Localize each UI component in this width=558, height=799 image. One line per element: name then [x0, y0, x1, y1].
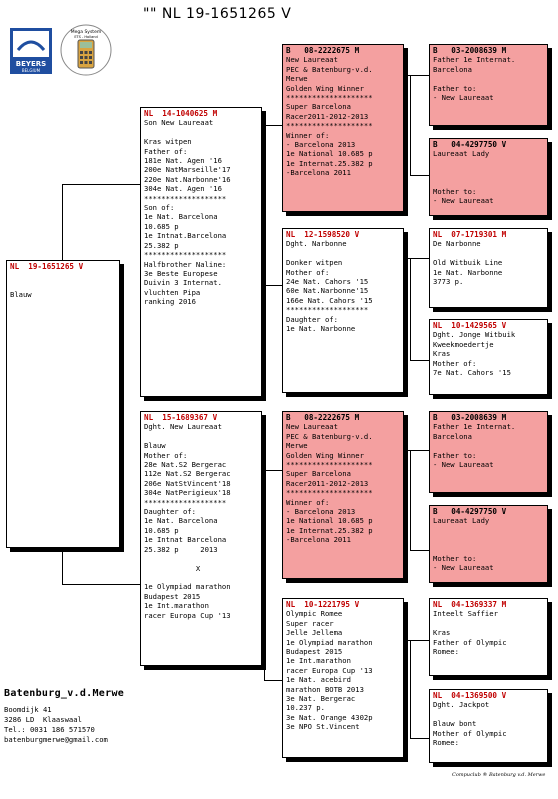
pigeon-details: Dght. Narbonne Donker witpen Mother of: … — [286, 239, 373, 334]
pigeon-card-ggp-1: B 03-2008639 M Father 1e Internat. Barce… — [429, 44, 548, 126]
pigeon-details: Inteelt Saffier Kras Father of Olympic R… — [433, 609, 507, 657]
pigeon-card-dam-dam: NL 10-1221795 V Olympic Romee Super race… — [282, 598, 404, 758]
pigeon-ring-number: NL 19-1651265 V — [10, 262, 84, 271]
beyers-logo: BEYERS BELGIUM — [10, 28, 52, 74]
pigeon-card-dam: NL 15-1689367 V Dght. New Laureaat Blauw… — [140, 411, 262, 666]
pigeon-card-sire: NL 14-1040625 M Son New Laureaat Kras wi… — [140, 107, 262, 397]
pigeon-ring-number: B 08-2222675 M — [286, 413, 360, 422]
pigeon-details: New Laureaat PEC & Batenburg-v.d. Merwe … — [286, 422, 373, 545]
pigeon-ring-number: NL 14-1040625 M — [144, 109, 218, 118]
connector-line — [404, 75, 429, 76]
page-title: "" NL 19-1651265 V — [143, 6, 292, 22]
connector-line — [404, 640, 429, 641]
pigeon-details: Father 1e Internat. Barcelona Father to:… — [433, 55, 516, 103]
connector-line — [410, 550, 429, 551]
connector-line — [410, 360, 429, 361]
pigeon-details: Laureaat Lady Mother to: - New Laureaat — [433, 516, 494, 573]
pigeon-details: Olympic Romee Super racer Jelle Jellema … — [286, 609, 373, 732]
owner-phone: Tel.: 0031 186 571570 — [4, 725, 95, 734]
connector-line — [404, 258, 429, 259]
pigeon-details: Dght. New Laureaat Blauw Mother of: 28e … — [144, 422, 231, 620]
pigeon-ring-number: NL 07-1719301 M — [433, 230, 507, 239]
beyers-logo-sub: BELGIUM — [22, 68, 41, 73]
pigeon-details: Father 1e Internat. Barcelona Father to:… — [433, 422, 516, 470]
connector-line — [62, 584, 140, 585]
pigeon-card-sire-dam: NL 12-1598520 V Dght. Narbonne Donker wi… — [282, 228, 404, 393]
pigeon-ring-number: NL 15-1689367 V — [144, 413, 218, 422]
pigeon-card-sire-sire: B 08-2222675 M New Laureaat PEC & Batenb… — [282, 44, 404, 212]
connector-line — [264, 125, 265, 285]
connector-line — [410, 640, 411, 738]
connector-line — [264, 680, 282, 681]
pigeon-details: Blauw — [10, 290, 32, 300]
connector-line — [410, 175, 429, 176]
pigeon-ring-number: B 03-2008639 M — [433, 413, 507, 422]
pigeon-details: Son New Laureaat Kras witpen Father of: … — [144, 118, 231, 307]
pigeon-card-dam-sire: B 08-2222675 M New Laureaat PEC & Batenb… — [282, 411, 404, 579]
pigeon-ring-number: B 08-2222675 M — [286, 46, 360, 55]
connector-line — [410, 258, 411, 360]
pigeon-ring-number: B 03-2008639 M — [433, 46, 507, 55]
mega-logo-text: Mega System — [71, 29, 101, 35]
pigeon-card-ggp-4: NL 10-1429565 V Dght. Jonge Witbuik Kwee… — [429, 319, 548, 395]
mega-logo-sub: ETS - Holland — [74, 35, 97, 39]
pigeon-ring-number: NL 10-1221795 V — [286, 600, 360, 609]
pigeon-card-ggp-5: B 03-2008639 M Father 1e Internat. Barce… — [429, 411, 548, 493]
pigeon-ring-number: NL 04-1369500 V — [433, 691, 507, 700]
pigeon-card-ggp-3: NL 07-1719301 M De Narbonne Old Witbuik … — [429, 228, 548, 308]
connector-line — [410, 75, 411, 175]
pigeon-ring-number: B 04-4297750 V — [433, 507, 507, 516]
pigeon-card-ggp-8: NL 04-1369500 V Dght. Jackpot Blauw bont… — [429, 689, 548, 763]
pigeon-details: Dght. Jackpot Blauw bont Mother of Olymp… — [433, 700, 507, 748]
connector-line — [261, 125, 282, 126]
owner-name: Batenburg_v.d.Merwe — [4, 688, 125, 699]
pigeon-card-ggp-7: NL 04-1369337 M Inteelt Saffier Kras Fat… — [429, 598, 548, 676]
connector-line — [264, 470, 265, 680]
pigeon-details: Laureaat Lady Mother to: - New Laureaat — [433, 149, 494, 206]
connector-line — [410, 738, 429, 739]
footer-credit: Compuclub ® Batenburg v.d. Merwe — [452, 772, 546, 778]
connector-line — [404, 450, 429, 451]
connector-line — [264, 285, 282, 286]
pigeon-details: Dght. Jonge Witbuik Kweekmoedertje Kras … — [433, 330, 516, 378]
mega-system-logo: Mega System ETS - Holland — [60, 24, 112, 76]
pigeon-details: De Narbonne Old Witbuik Line 1e Nat. Nar… — [433, 239, 503, 287]
pigeon-ring-number: NL 12-1598520 V — [286, 230, 360, 239]
owner-street: Boomdijk 41 — [4, 705, 52, 714]
pigeon-card-ggp-6: B 04-4297750 V Laureaat Lady Mother to: … — [429, 505, 548, 583]
owner-city: 3286 LD Klaaswaal — [4, 715, 82, 724]
connector-line — [62, 184, 140, 185]
connector-line — [410, 450, 411, 550]
owner-email: batenburgmerwe@gmail.com — [4, 735, 108, 744]
owner-block: Batenburg_v.d.Merwe Boomdijk 41 3286 LD … — [4, 688, 124, 745]
pigeon-details: New Laureaat PEC & Batenburg-v.d. Merwe … — [286, 55, 373, 178]
pigeon-ring-number: NL 04-1369337 M — [433, 600, 507, 609]
pigeon-ring-number: B 04-4297750 V — [433, 140, 507, 149]
pigeon-card-ggp-2: B 04-4297750 V Laureaat Lady Mother to: … — [429, 138, 548, 216]
pigeon-card-subject: NL 19-1651265 V Blauw — [6, 260, 120, 548]
pigeon-ring-number: NL 10-1429565 V — [433, 321, 507, 330]
beyers-logo-text: BEYERS — [16, 60, 46, 68]
connector-line — [261, 470, 282, 471]
